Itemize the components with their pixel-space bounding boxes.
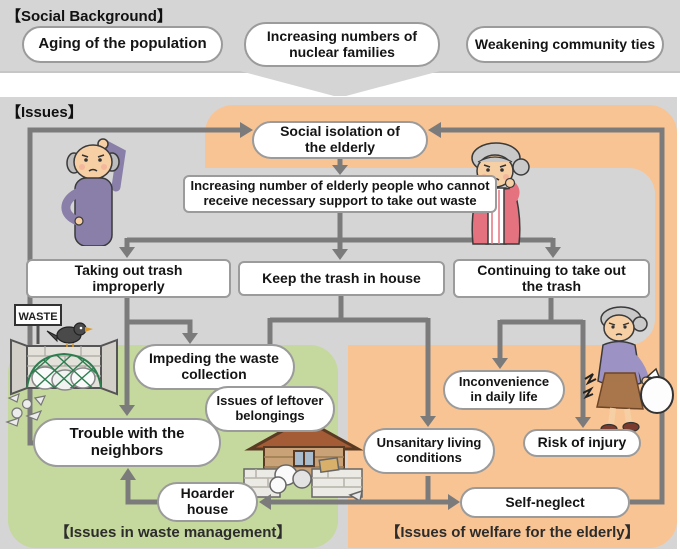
node-impeding-collection: Impeding the waste collection [133,344,295,390]
big-down-arrow [240,71,440,96]
node-risk-of-injury: Risk of injury [523,429,641,457]
node-community-ties: Weakening community ties [466,26,664,63]
social-background-header: 【Social Background】 [6,8,172,25]
issues-section [0,97,677,549]
node-self-neglect: Self-neglect [460,487,630,518]
node-unsanitary: Unsanitary living conditions [363,428,495,474]
node-continuing-trash: Continuing to take out the trash [453,259,650,298]
node-leftover-belongings: Issues of leftover belongings [205,386,335,432]
waste-management-label: 【Issues in waste management】 [54,524,292,541]
node-nuclear-families: Increasing numbers of nuclear families [244,22,440,67]
node-hoarder-house: Hoarder house [157,482,258,522]
node-inconvenience: Inconvenience in daily life [443,370,565,410]
node-no-support: Increasing number of elderly people who … [183,175,497,213]
welfare-elderly-label: 【Issues of welfare for the elderly】 [385,524,640,541]
node-taking-out-trash: Taking out trash improperly [26,259,231,298]
node-social-isolation: Social isolation of the elderly [252,121,428,159]
issues-header: 【Issues】 [6,104,83,121]
node-keep-trash: Keep the trash in house [238,261,445,296]
node-trouble-neighbors: Trouble with the neighbors [33,418,221,467]
node-aging-population: Aging of the population [22,26,223,63]
